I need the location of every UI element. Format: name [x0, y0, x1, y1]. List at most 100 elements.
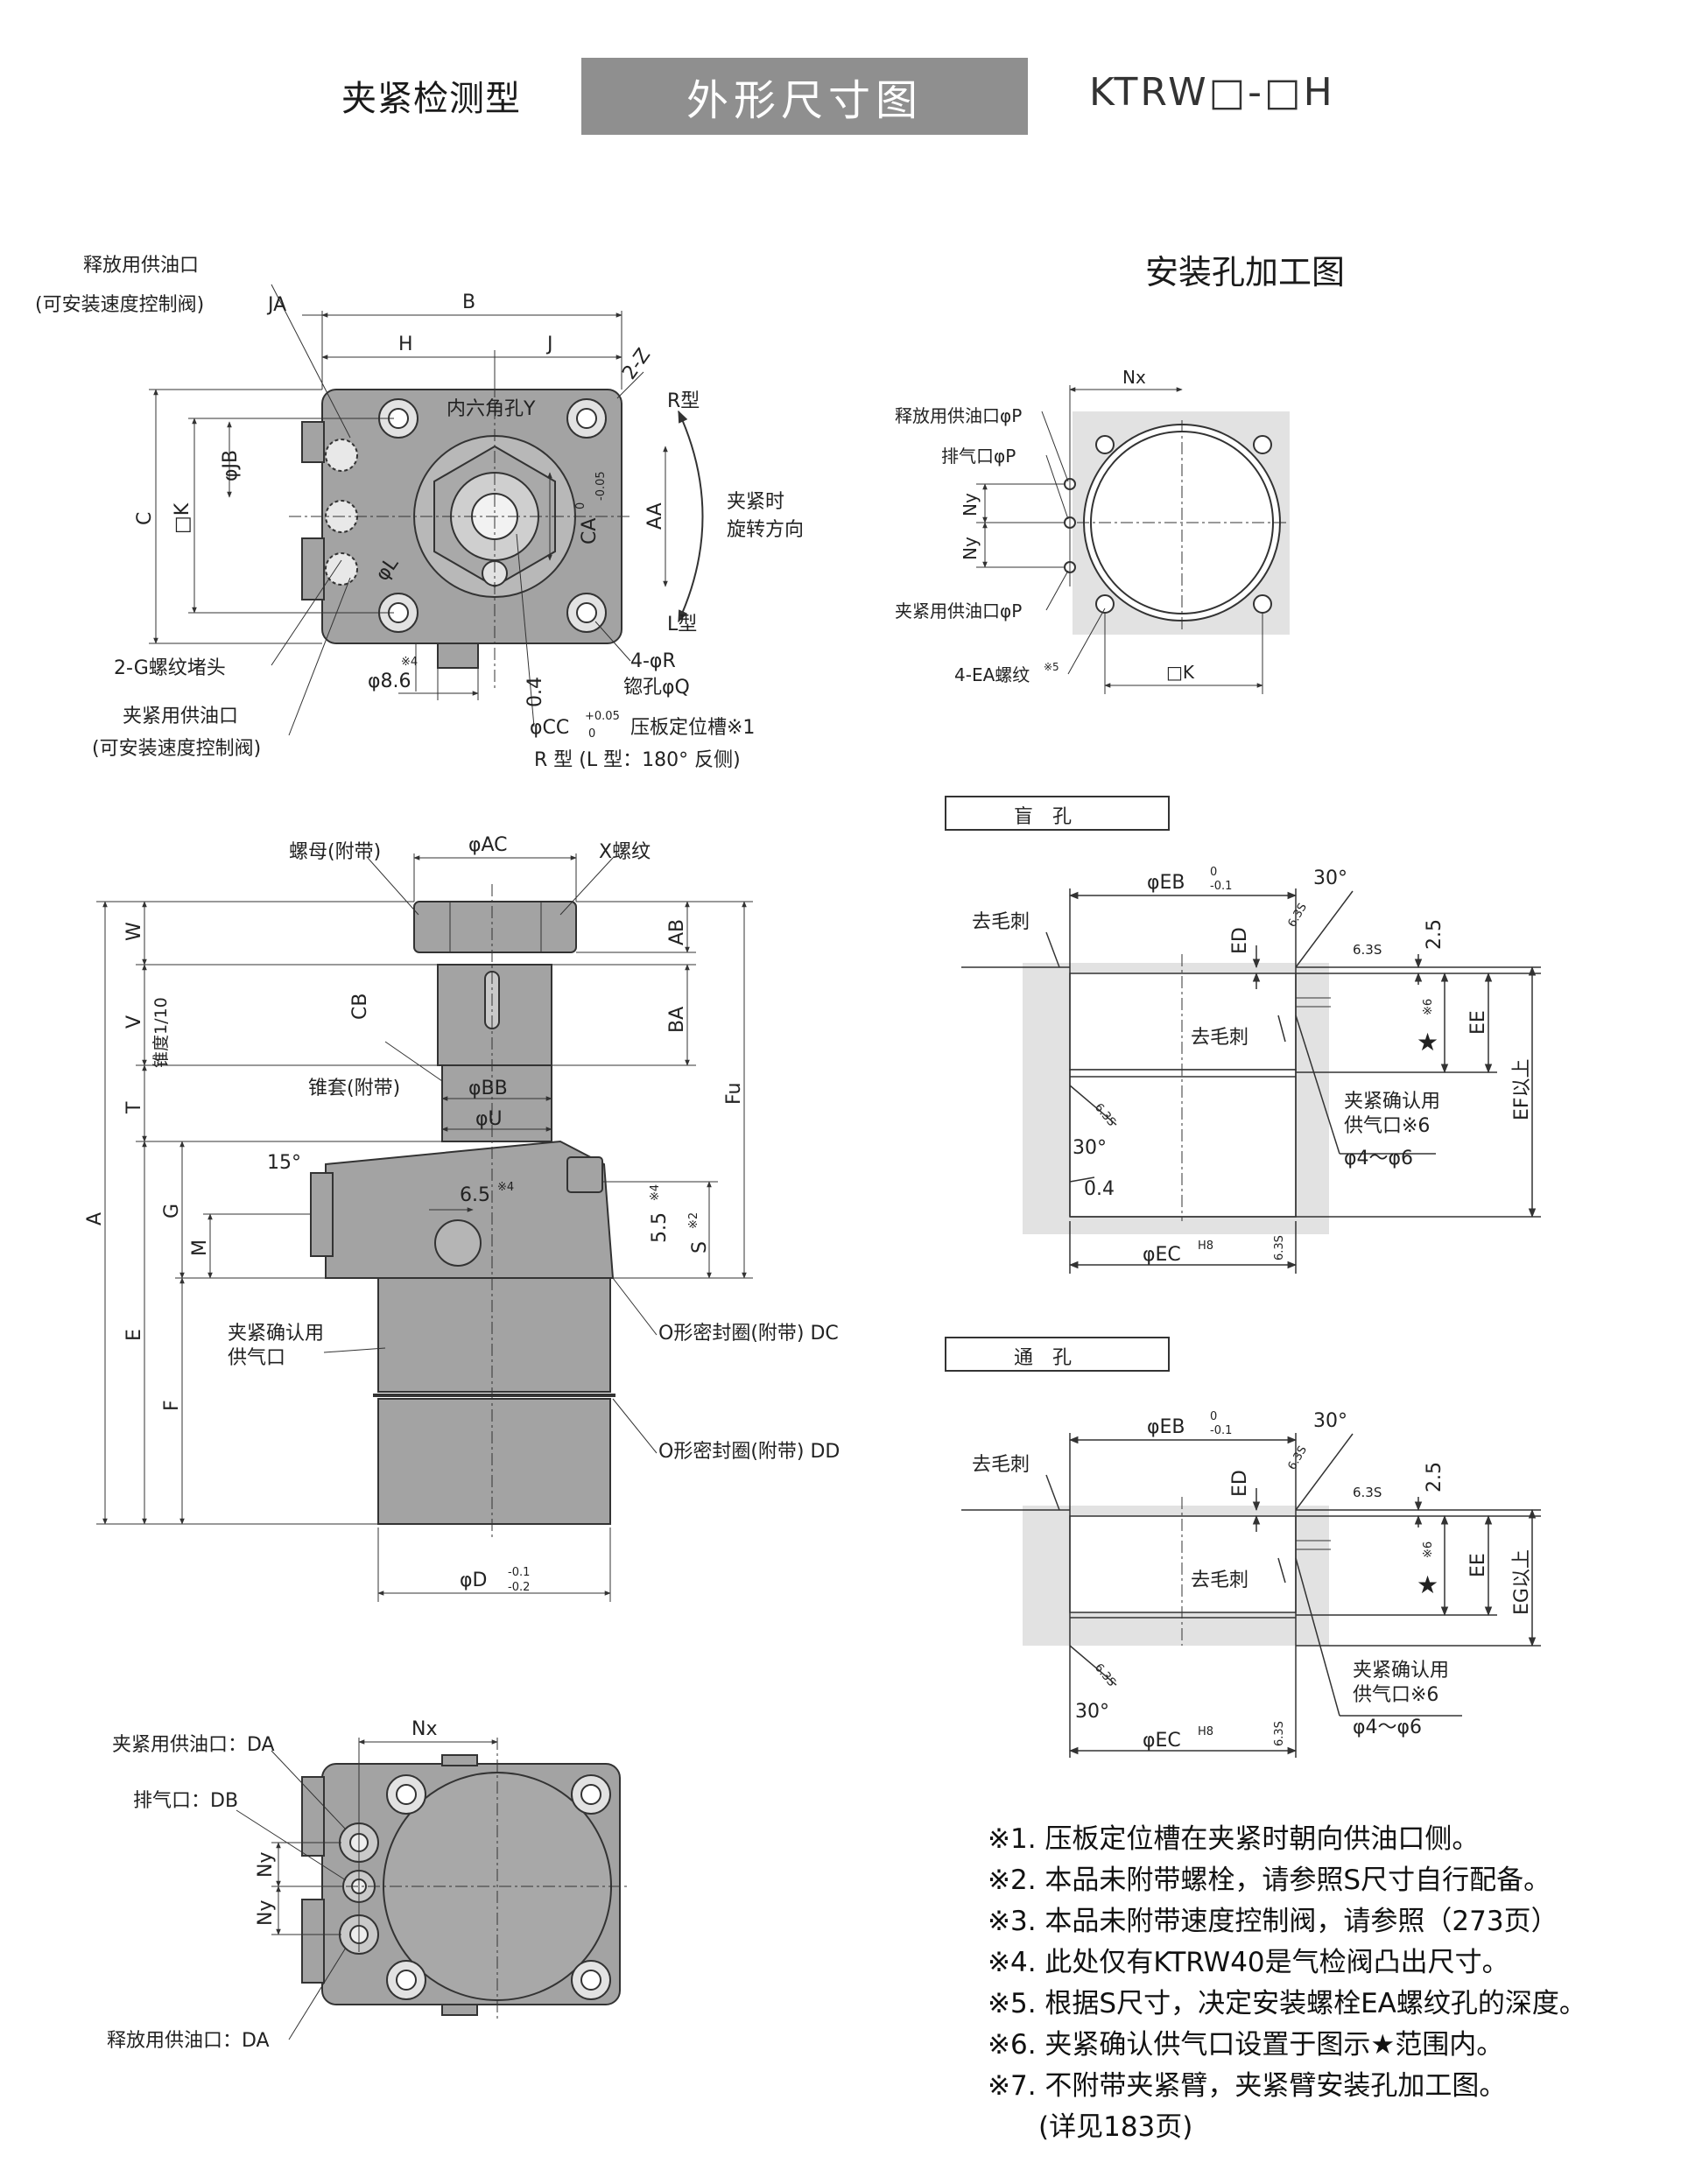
- lbl-blind-range: φ4～φ6: [1344, 1148, 1413, 1169]
- lbl-release-port: 释放用供油口: [83, 255, 199, 277]
- note-1: ※1. 压板定位槽在夹紧时朝向供油口侧。: [988, 1823, 1480, 1855]
- top-port-block-upper: [301, 421, 325, 463]
- lbl-through-EB-tol-up: 0: [1210, 1410, 1217, 1423]
- lbl-through-2-5: 2.5: [1424, 1462, 1445, 1492]
- lbl-CA-tol: -0.05: [594, 471, 608, 501]
- lbl-D-tol-low: -0.2: [508, 1581, 530, 1594]
- lbl-5-5: 5.5: [649, 1212, 671, 1243]
- lbl-blind-EC-tol: H8: [1198, 1239, 1213, 1253]
- lbl-blind-EE: EE: [1467, 1010, 1489, 1035]
- lbl-through-EC-tol: H8: [1198, 1725, 1213, 1738]
- lbl-mount-EA: 4-EA螺纹: [954, 664, 1030, 685]
- top-port-3: [325, 552, 358, 586]
- lbl-R-type: R型: [667, 390, 700, 412]
- lbl-through-r635-d: 6.3S: [1273, 1721, 1286, 1746]
- top-port-block-lower: [301, 537, 325, 600]
- mount-view-labels: Nx 释放用供油口φP 排气口φP Ny Ny 夹紧用供油口φP 4-EA螺纹 …: [895, 367, 1195, 685]
- lbl-through-r635-c: 6.3S: [1092, 1661, 1118, 1689]
- lbl-R-note: R 型 (L 型：180° 反侧): [534, 749, 741, 771]
- mount-hole-title: 安装孔加工图: [1145, 253, 1346, 291]
- lbl-note4-top: ※4: [401, 656, 418, 669]
- through-hole-labels: 通 孔 φEB 0 -0.1 30° 6.3S ED 去毛刺 2.5 6.3S …: [972, 1347, 1533, 1752]
- lbl-clamp-port: 夹紧用供油口: [123, 706, 238, 727]
- lbl-6-5: 6.5: [460, 1184, 490, 1206]
- lbl-note2: ※2: [687, 1212, 700, 1229]
- lbl-C: C: [134, 512, 156, 525]
- note-6: ※6. 夹紧确认供气口设置于图示★范围内。: [988, 2029, 1504, 2061]
- lbl-U: φU: [475, 1108, 503, 1130]
- lbl-blind-r635-d: 6.3S: [1273, 1235, 1286, 1261]
- note-4: ※4. 此处仅有KTRW40是气检阀凸出尺寸。: [988, 1947, 1509, 1978]
- lbl-CC-desc: 压板定位槽※1: [630, 717, 755, 739]
- lbl-vent-DB: 排气口：DB: [133, 1790, 238, 1812]
- header-model: KTRW□-□H: [1089, 70, 1335, 115]
- lbl-M: M: [189, 1239, 211, 1256]
- side-port-block: [310, 1172, 334, 1257]
- lbl-through-EB: φEB: [1147, 1416, 1185, 1438]
- notes-list: ※1. 压板定位槽在夹紧时朝向供油口侧。 ※2. 本品未附带螺栓，请参照S尺寸自…: [988, 1819, 1586, 2148]
- lbl-through-title: 通 孔: [1014, 1347, 1072, 1369]
- lbl-mount-Ny-2: Ny: [960, 537, 981, 560]
- lbl-blind-air-2: 供气口※6: [1344, 1115, 1430, 1137]
- lbl-blind-EB-tol-up: 0: [1210, 866, 1217, 879]
- lbl-through-star: ★: [1417, 1570, 1438, 1599]
- lbl-mount-K: □K: [1166, 662, 1195, 683]
- lbl-blind-EB: φEB: [1147, 872, 1185, 894]
- lbl-bottom-Ny-2: Ny: [255, 1900, 277, 1926]
- lbl-through-EG: EG以上: [1511, 1549, 1533, 1615]
- lbl-DC: O形密封圈(附带) DC: [658, 1323, 839, 1345]
- lbl-AC: φAC: [468, 834, 508, 856]
- side-nut: [413, 901, 577, 953]
- lbl-release-port-note: (可安装速度控制阀): [35, 294, 204, 316]
- lbl-W: W: [123, 922, 145, 941]
- lbl-note4-side-b: ※4: [649, 1184, 662, 1201]
- through-title-box: [945, 1337, 1170, 1372]
- lbl-mount-Ny-1: Ny: [960, 493, 981, 516]
- lbl-G: G: [161, 1204, 183, 1218]
- lbl-CB: CB: [349, 994, 371, 1020]
- lbl-A: A: [84, 1212, 106, 1225]
- lbl-d04: 0.4: [524, 677, 546, 707]
- lbl-phi86: φ8.6: [368, 671, 411, 692]
- lbl-CC-tol-up: +0.05: [585, 710, 620, 723]
- lbl-note4-side-a: ※4: [497, 1181, 514, 1194]
- lbl-through-deburr-2: 去毛刺: [1191, 1570, 1248, 1591]
- lbl-rotation-2: 旋转方向: [727, 519, 804, 541]
- blind-hole-view: [945, 796, 1541, 1274]
- lbl-counterbore: 锪孔φQ: [623, 677, 690, 699]
- lbl-D-tol-up: -0.1: [508, 1566, 530, 1579]
- lbl-E: E: [123, 1329, 145, 1341]
- lbl-blind-d04: 0.4: [1084, 1178, 1115, 1200]
- lbl-4R: 4-φR: [630, 650, 676, 672]
- lbl-CC: φCC: [530, 717, 569, 739]
- lbl-taper: 锥度1/10: [151, 997, 171, 1068]
- lbl-through-deburr-1: 去毛刺: [972, 1454, 1030, 1476]
- lbl-through-range: φ4～φ6: [1353, 1717, 1422, 1738]
- lbl-K: □K: [172, 502, 193, 534]
- lbl-release-DA: 释放用供油口：DA: [107, 2030, 270, 2052]
- side-cylinder-lower: [377, 1398, 611, 1525]
- lbl-through-note6: ※6: [1422, 1541, 1435, 1558]
- lbl-X: X螺纹: [599, 841, 651, 863]
- lbl-L-type: L型: [667, 614, 697, 636]
- top-view: [149, 284, 704, 736]
- lbl-plug: 2-G螺纹堵头: [114, 657, 226, 679]
- lbl-blind-r635-a: 6.3S: [1285, 901, 1309, 930]
- lbl-D: φD: [460, 1570, 487, 1591]
- lbl-bottom-Ny-1: Ny: [255, 1852, 277, 1878]
- side-valve: [566, 1156, 603, 1193]
- header-category: 夹紧检测型: [341, 79, 521, 119]
- note-2: ※2. 本品未附带螺栓，请参照S尺寸自行配备。: [988, 1864, 1551, 1896]
- lbl-rotation-1: 夹紧时: [727, 491, 784, 513]
- side-port-hole: [434, 1219, 482, 1267]
- lbl-DD: O形密封圈(附带) DD: [658, 1441, 840, 1463]
- lbl-blind-air-1: 夹紧确认用: [1344, 1091, 1440, 1113]
- lbl-blind-EC: φEC: [1143, 1244, 1181, 1266]
- lbl-through-EC: φEC: [1143, 1730, 1181, 1752]
- header-title: 外形尺寸图: [686, 76, 923, 125]
- lbl-through-r635-a: 6.3S: [1285, 1443, 1309, 1472]
- lbl-2Z: 2-Z: [618, 345, 655, 384]
- side-view: [96, 853, 753, 1602]
- lbl-mount-clamp-P: 夹紧用供油口φP: [895, 600, 1022, 621]
